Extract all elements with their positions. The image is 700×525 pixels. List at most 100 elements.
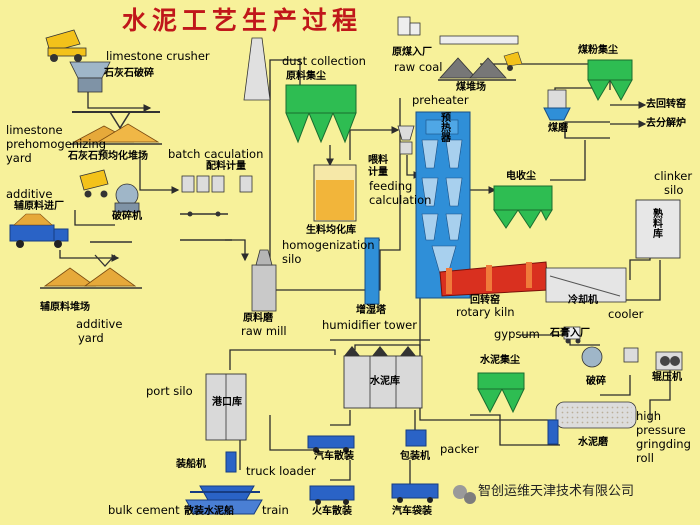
additive-yard-cn: 辅原料堆场 (40, 302, 90, 313)
packer-cn: 包装机 (400, 451, 430, 462)
coal-dust-collector-icon (587, 59, 633, 102)
cement-silo-cn: 水泥库 (370, 376, 400, 387)
bag-truck-icon (391, 483, 439, 503)
limestone-crusher-cn: 石灰石破碎 (104, 68, 154, 79)
to-calciner-cn: 去分解炉 (646, 118, 686, 129)
roller-press-cn: 辊压机 (652, 372, 682, 383)
gypsum-hopper-icon (623, 347, 639, 363)
humidifier-tower-icon (364, 237, 380, 305)
gypsum-label: gypsum (494, 327, 540, 341)
raw-mill-label: raw mill (241, 324, 287, 338)
cooler-cn: 冷却机 (568, 295, 598, 306)
coal-mill-cn: 煤磨 (548, 123, 568, 134)
homog-silo-icon (313, 164, 357, 222)
additive-yard-label-1: additive (76, 317, 123, 331)
port-silo-label: port silo (146, 384, 193, 398)
esp-cn: 电收尘 (506, 171, 536, 182)
homog-cn: 生料均化库 (306, 225, 356, 236)
raw-dust-cn: 原料集尘 (286, 71, 326, 82)
hp-label-2: pressure (636, 423, 686, 437)
packer-label: packer (440, 442, 479, 456)
coal-yard-cn: 煤堆场 (456, 82, 486, 93)
train-icon (309, 485, 355, 505)
limestone-yard-label-3: yard (6, 151, 32, 165)
hp-label-3: gringding (636, 437, 691, 451)
raw-mill-icon (251, 249, 277, 312)
batch-cn: 配料计量 (206, 161, 246, 172)
feed-label-1: feeding (369, 179, 413, 193)
train-cn: 火车散装 (312, 506, 352, 517)
kiln-cn: 回转窑 (470, 295, 500, 306)
limestone-yard-label-1: limestone (6, 123, 63, 137)
humidifier-label: humidifier tower (322, 318, 417, 332)
cement-mill-icon (547, 401, 637, 445)
homog-label-1: homogenization (282, 238, 375, 252)
hp-label-1: high (636, 409, 662, 423)
limestone-truck-icon (45, 29, 87, 62)
additive-cn: 辅原料进厂 (14, 201, 64, 212)
gypsum-crush-cn: 破碎 (586, 376, 606, 387)
limestone-belt (70, 111, 162, 145)
raw-dust-collector-icon (285, 84, 357, 144)
esp-icon (493, 185, 553, 229)
cement-silos-icon (343, 346, 423, 409)
cement-dust-collector-icon (477, 372, 525, 414)
additive-crusher-icon (114, 183, 140, 213)
batch-hoppers (180, 175, 253, 241)
limestone-yard-cn: 石灰石预均化堆场 (68, 151, 148, 162)
page-title: 水泥工艺生产过程 (122, 6, 363, 35)
crusher-cn: 破碎机 (112, 211, 142, 222)
feed-label-2: calculation (369, 193, 432, 207)
to-kiln-cn: 去回转窑 (646, 99, 686, 110)
humidifier-cn: 增湿塔 (356, 305, 386, 316)
feeding-hopper-icon (397, 125, 415, 155)
preheater-icon (415, 111, 471, 299)
chimney-icon (243, 37, 271, 101)
bulk-ship-icon (185, 491, 263, 515)
raw-mill-cn: 原料磨 (243, 313, 273, 324)
cooler-icon (545, 267, 627, 303)
homog-label-2: silo (282, 252, 302, 266)
flow-lines (59, 59, 671, 486)
bulk-cement-label: bulk cement (108, 503, 180, 517)
additive-truck-icon (79, 169, 109, 198)
ship-loader-cn: 装船机 (176, 459, 206, 470)
additive-label: additive (6, 187, 53, 201)
clinker-label-1: clinker (654, 169, 693, 183)
wechat-icon (453, 485, 476, 504)
train-label: train (262, 503, 289, 517)
gypsum-truck-icon (563, 326, 581, 344)
clinker-silo-icon (635, 199, 681, 259)
truck-loader-label: truck loader (246, 464, 316, 478)
packer-icon (405, 429, 427, 447)
hp-label-4: roll (636, 451, 654, 465)
bulk-ship-cn: 散装水泥船 (184, 506, 234, 517)
raw-coal-label: raw coal (394, 60, 443, 74)
port-silo-icon (205, 373, 247, 441)
batch-label: batch caculation (168, 147, 264, 161)
additive-yard (40, 241, 142, 289)
bulk-truck-icon (307, 435, 355, 453)
additive-blue-truck-icon (9, 213, 69, 248)
truck-bulk-cn: 汽车散装 (314, 451, 354, 462)
dust-collection-label: dust collection (282, 54, 366, 68)
limestone-crusher-icon (69, 61, 111, 93)
feed-cn-1: 喂料 (368, 155, 388, 166)
additive-yard-label-2: yard (78, 331, 104, 345)
coal-dust-cn: 煤粉集尘 (578, 45, 618, 56)
roller-press-icon (655, 351, 683, 371)
cement-dust-cn: 水泥集尘 (480, 355, 520, 366)
clinker-label-2: silo (664, 183, 684, 197)
raw-coal-cn: 原煤入厂 (392, 47, 432, 58)
cement-mill-cn: 水泥磨 (578, 437, 608, 448)
feed-cn-2: 计量 (368, 167, 388, 178)
limestone-yard-label-2: prehomogenizing (6, 137, 107, 151)
gypsum-crusher-icon (581, 346, 603, 368)
port-silo-cn: 港口库 (212, 397, 242, 408)
coal-mill-icon (543, 89, 571, 121)
kiln-label: rotary kiln (456, 305, 515, 319)
preheater-label: preheater (412, 93, 469, 107)
clinker-cn: 熟料库 (650, 208, 662, 238)
